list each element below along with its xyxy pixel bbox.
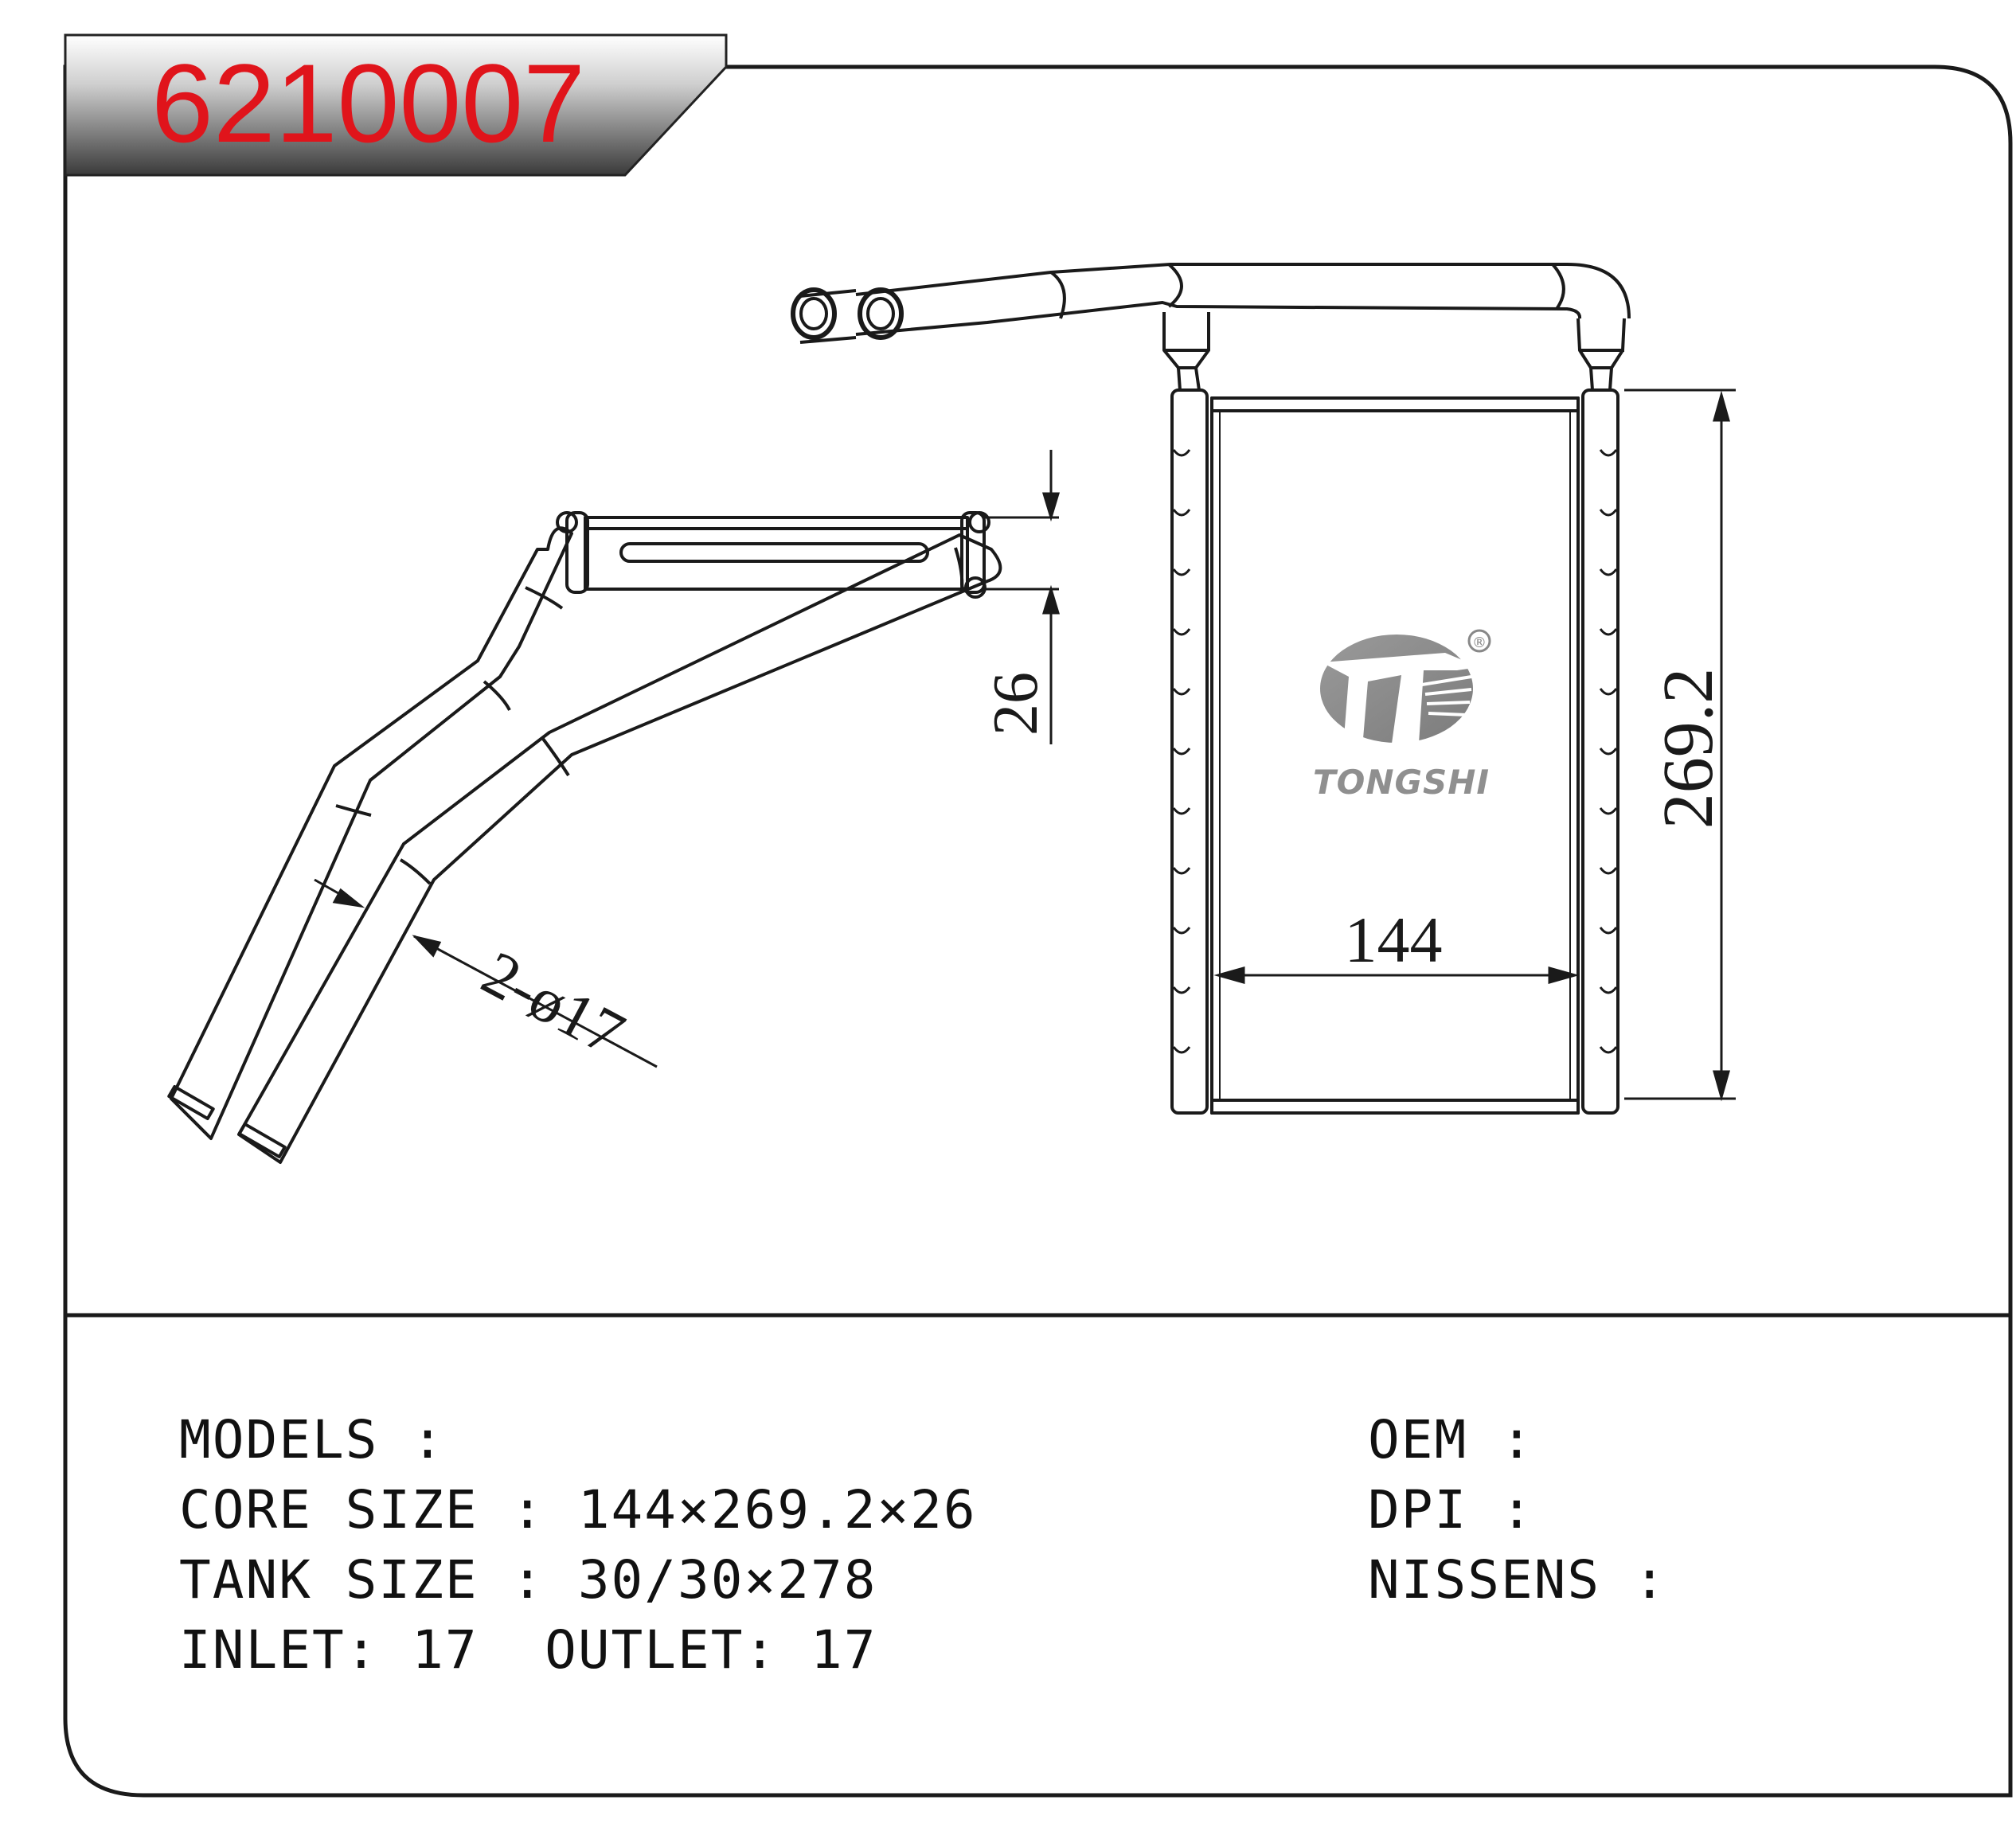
part-number: 6210007 <box>151 41 585 166</box>
dimension-269-2 <box>1624 389 1736 1102</box>
top-pipe-lower <box>855 301 1582 336</box>
tank-crimp <box>1599 748 1618 756</box>
drawing-frame <box>63 64 2013 1798</box>
spec-dpi: DPI : <box>1368 1479 1534 1540</box>
tank-crimp <box>1599 688 1618 696</box>
spec-inlet-outlet: INLET: 17 OUTLET: 17 <box>179 1619 877 1681</box>
tank-crimp <box>1599 568 1618 576</box>
tank-crimp <box>1599 867 1618 875</box>
tank-crimp <box>1172 509 1191 517</box>
spec-models: MODELS : <box>179 1409 445 1470</box>
heater-core-side-view <box>167 511 1002 1164</box>
left-neck <box>1162 312 1210 391</box>
side-pipe-b <box>237 533 1002 1164</box>
dim-core-depth: 26 <box>981 672 1051 736</box>
core-body <box>1210 396 1580 1115</box>
spec-tank-size: TANK SIZE : 30/30×278 <box>179 1549 877 1611</box>
top-pipe-upper <box>855 263 1631 319</box>
part-number-banner: 6210007 <box>64 33 728 177</box>
tongshi-logo: ® TONGSHI <box>1313 629 1491 802</box>
dimension-26 <box>984 450 1061 744</box>
tank-crimp <box>1172 449 1191 457</box>
tank-crimp <box>1172 748 1191 756</box>
spec-core-size: CORE SIZE : 144×269.2×26 <box>179 1479 977 1540</box>
tank-crimp <box>1599 509 1618 517</box>
tank-crimp <box>1172 986 1191 994</box>
right-neck <box>1576 318 1626 391</box>
tank-crimp <box>1172 568 1191 576</box>
tank-crimp <box>1599 628 1618 636</box>
dim-pipe-diameter: 2-ø17 <box>471 938 635 1069</box>
tank-crimp <box>1599 1046 1618 1054</box>
spec-oem: OEM : <box>1368 1409 1534 1470</box>
logo-text: TONGSHI <box>1313 763 1490 802</box>
pipe-end-1 <box>791 287 837 340</box>
side-pipe-a <box>170 526 573 1140</box>
tank-crimp <box>1599 986 1618 994</box>
tank-crimp <box>1172 688 1191 696</box>
tank-crimp <box>1172 1046 1191 1054</box>
tank-crimp <box>1599 807 1618 815</box>
registered-mark: ® <box>1472 635 1487 651</box>
heater-core-front-view <box>791 263 1631 1115</box>
tank-crimp <box>1599 927 1618 935</box>
spec-nissens: NISSENS : <box>1368 1549 1667 1611</box>
registered-mark-circle <box>1467 629 1491 653</box>
core-side-body <box>584 516 969 591</box>
dim-core-height: 269.2 <box>1649 668 1728 830</box>
dimension-pipe-diameter <box>314 878 658 1068</box>
tank-crimp <box>1172 628 1191 636</box>
tank-crimp <box>1172 927 1191 935</box>
pipe-end-2 <box>858 287 904 340</box>
dim-core-width: 144 <box>1345 904 1443 976</box>
dimension-144 <box>1213 966 1580 984</box>
tank-crimp <box>1172 867 1191 875</box>
tank-crimp <box>1599 449 1618 457</box>
tank-crimp <box>1172 807 1191 815</box>
